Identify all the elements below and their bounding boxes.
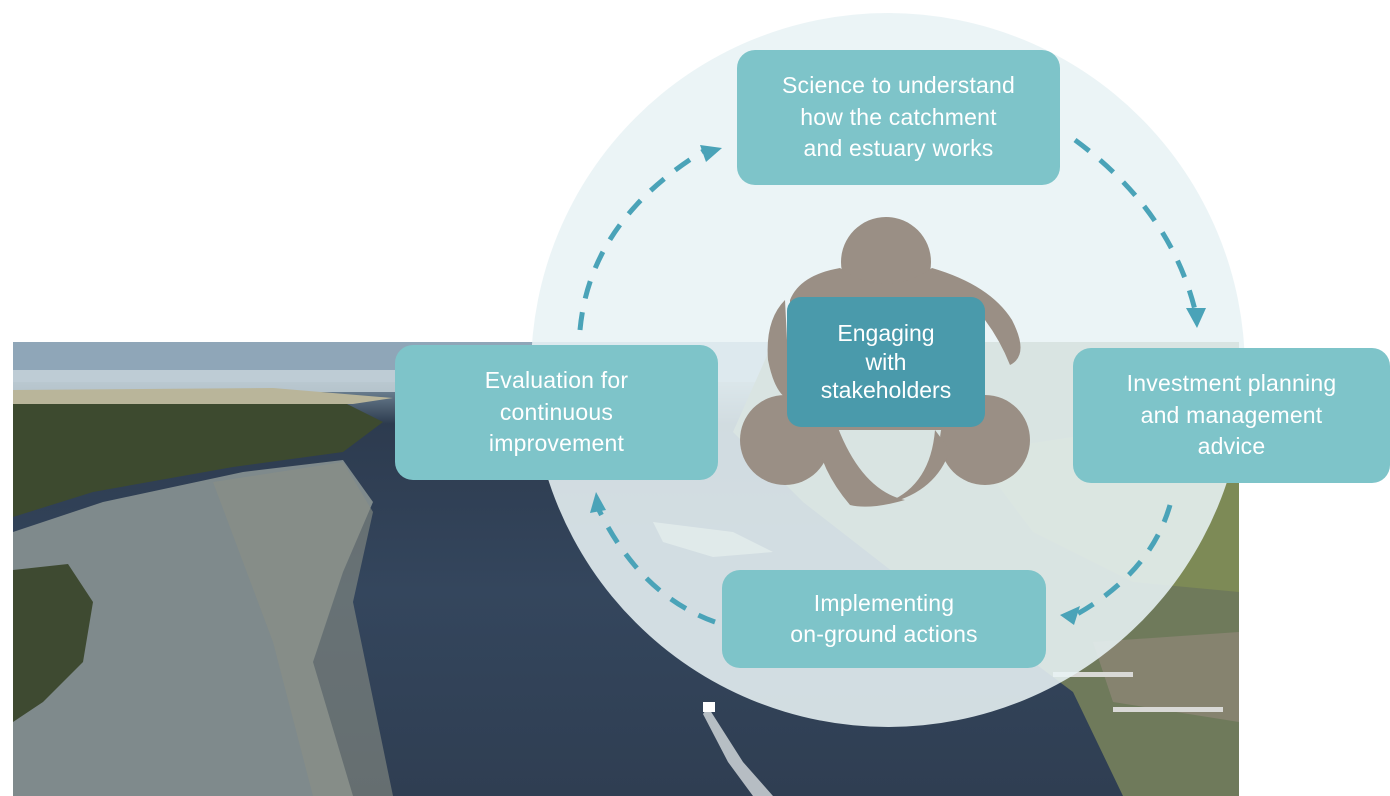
arrow-left-to-top xyxy=(577,147,707,331)
node-implementing-label: Implementing on-ground actions xyxy=(790,589,978,648)
node-evaluation-label: Evaluation for continuous improvement xyxy=(484,367,629,457)
node-science-label: Science to understand how the catchment … xyxy=(781,72,1016,162)
node-science: Science to understand how the catchment … xyxy=(737,50,1060,185)
node-evaluation: Evaluation for continuous improvement xyxy=(395,345,718,480)
node-investment: Investment planning and management advic… xyxy=(1073,348,1390,483)
node-implementing: Implementing on-ground actions xyxy=(722,570,1046,668)
arrow-top-to-right xyxy=(1073,137,1198,311)
node-engaging: Engaging with stakeholders xyxy=(787,297,985,427)
node-engaging-label: Engaging with stakeholders xyxy=(820,319,952,404)
node-investment-label: Investment planning and management advic… xyxy=(1126,370,1337,460)
